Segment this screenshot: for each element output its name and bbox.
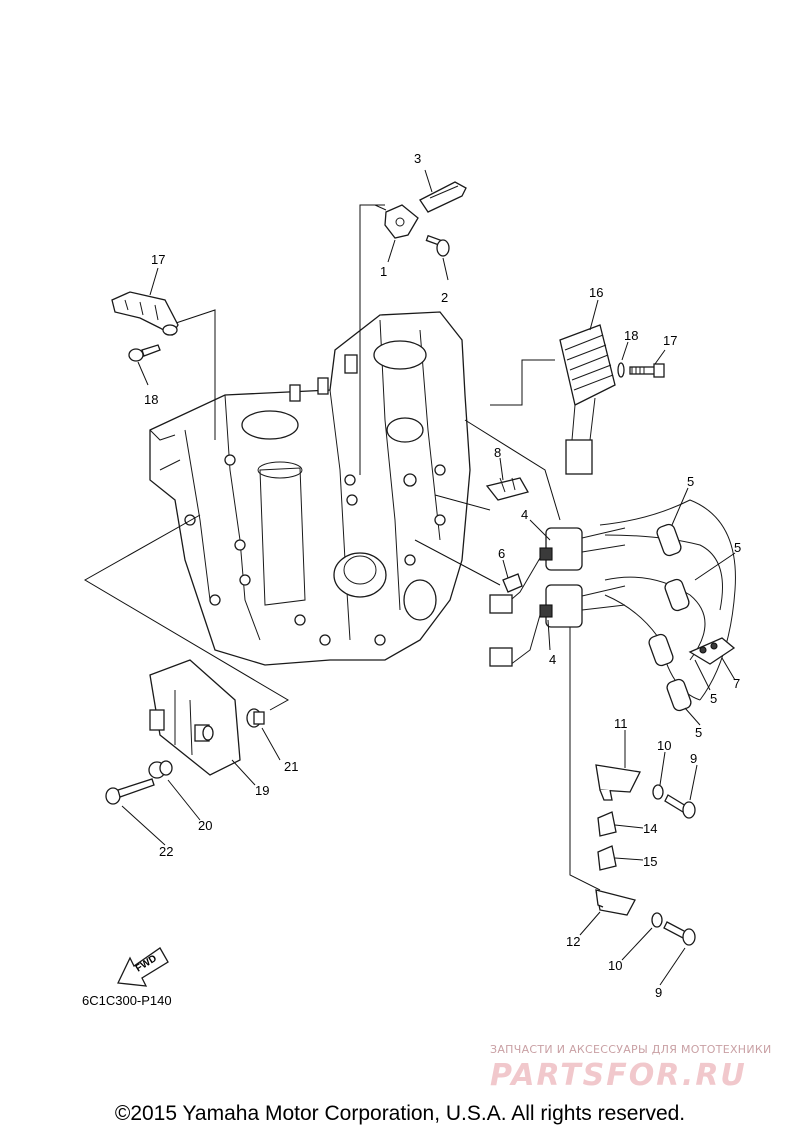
part-17-holder: [111, 291, 179, 336]
callout-10-lower: 10: [608, 958, 622, 973]
callout-5-b: 5: [734, 540, 741, 555]
part-21-grommet: [246, 708, 265, 728]
callout-13-upper: 14: [643, 821, 657, 836]
fwd-arrow-icon: FWD: [117, 947, 169, 987]
part-4-ignition-coil-upper: [539, 527, 626, 571]
part-10-washer-upper: [652, 784, 664, 800]
callout-17: 17: [151, 252, 165, 267]
part-7-grommet: [688, 637, 736, 665]
callout-7: 7: [733, 676, 740, 691]
part-2-bolt: [425, 234, 450, 257]
part-1-bracket: [384, 204, 419, 239]
callout-18: 18: [144, 392, 158, 407]
part-19-ecu: [149, 659, 241, 776]
diagram-code: 6C1C300-P140: [82, 993, 172, 1008]
part-20-collar: [148, 760, 173, 779]
part-5-plug-leads: [599, 499, 736, 712]
callout-14: 16: [589, 285, 603, 300]
callout-5-a: 5: [687, 474, 694, 489]
callout-5-d: 5: [695, 725, 702, 740]
callout-10-upper: 10: [657, 738, 671, 753]
part-14-rectifier: [559, 324, 616, 475]
part-8-clamp: [485, 477, 529, 501]
callout-9-lower: 9: [655, 985, 662, 1000]
callout-19: 19: [255, 783, 269, 798]
part-12-bracket: [595, 889, 636, 916]
part-3-clamp: [419, 181, 467, 213]
callout-leaders: [121, 169, 736, 986]
callout-22: 22: [159, 844, 173, 859]
part-11-bracket: [595, 764, 641, 801]
part-4-ignition-coil-lower: [539, 584, 626, 628]
callout-8: 8: [494, 445, 501, 460]
part-6-clip: [502, 573, 523, 593]
part-16-washer: [617, 362, 625, 378]
part-22-bolt: [105, 778, 155, 805]
engine-block: [149, 311, 471, 666]
callout-12: 12: [566, 934, 580, 949]
callout-15: 17: [663, 333, 677, 348]
part-13-clamp-lower: [597, 845, 617, 871]
callout-2: 2: [441, 290, 448, 305]
wiring-harness: [489, 557, 541, 667]
callout-21: 21: [284, 759, 298, 774]
part-9-bolt-upper: [664, 794, 696, 819]
callout-numbers: 3 1 2 17 18 16 18 17 8 6 4 4 5 5 5 5 7 1…: [144, 151, 741, 1000]
callout-11: 11: [614, 716, 628, 731]
part-10-washer-lower: [651, 912, 663, 928]
callout-20: 20: [198, 818, 212, 833]
callout-9-upper: 9: [690, 751, 697, 766]
watermark-tagline: ЗАПЧАСТИ И АКСЕССУАРЫ ДЛЯ МОТОТЕХНИКИ: [490, 1043, 772, 1056]
watermark-logo: PARTSFOR.RU: [490, 1058, 747, 1093]
callout-6: 6: [498, 546, 505, 561]
callout-3: 3: [414, 151, 421, 166]
part-15-bolt: [629, 363, 665, 378]
callout-5-c: 5: [710, 691, 717, 706]
callout-16: 18: [624, 328, 638, 343]
part-13-clamp-upper: [597, 811, 617, 837]
callout-4-upper: 4: [521, 507, 528, 522]
assembly-lines: [84, 204, 601, 891]
callout-4-lower: 4: [549, 652, 556, 667]
part-9-bolt-lower: [663, 921, 696, 946]
callout-13-lower: 15: [643, 854, 657, 869]
copyright-notice: ©2015 Yamaha Motor Corporation, U.S.A. A…: [114, 1102, 686, 1125]
callout-1: 1: [380, 264, 387, 279]
part-18-bolt: [128, 344, 161, 362]
